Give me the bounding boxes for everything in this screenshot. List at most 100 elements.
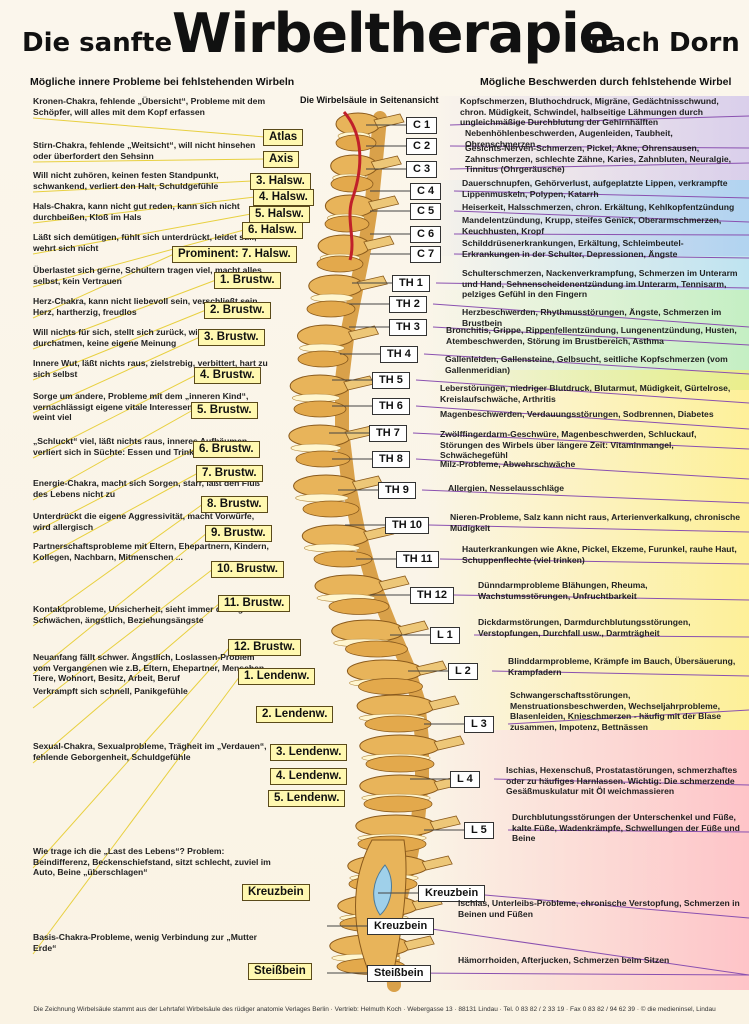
right-connector-line bbox=[473, 634, 749, 638]
vertebra-body bbox=[359, 774, 441, 798]
vertebra-body bbox=[314, 574, 386, 598]
left-problem-text: Sexual-Chakra, Sexualprobleme, Trägheit … bbox=[33, 741, 267, 762]
right-symptom-text: Zwölffingerdarm-Geschwüre, Magenbeschwer… bbox=[440, 429, 697, 460]
vertebra-label: 6. Halsw. bbox=[242, 222, 303, 239]
vertebra-label: 7. Brustw. bbox=[196, 465, 263, 482]
right-connector-line bbox=[421, 489, 749, 504]
vertebra-body bbox=[364, 715, 432, 733]
vertebra-body bbox=[365, 755, 435, 773]
vertebra-code: C 3 bbox=[406, 161, 438, 178]
vertebra-body bbox=[316, 255, 364, 273]
vertebra-process bbox=[370, 155, 402, 171]
left-problem-text: Will nicht zuhören, keinen festen Standp… bbox=[33, 170, 219, 191]
left-connector-line bbox=[32, 229, 245, 288]
right-connector-line bbox=[432, 303, 749, 328]
vertebra-code: Steißbein bbox=[367, 965, 431, 982]
vertebra-process bbox=[368, 195, 400, 211]
vertebra-code: C 1 bbox=[406, 117, 438, 134]
vertebra-body bbox=[302, 500, 360, 518]
vertebra-process bbox=[403, 935, 435, 951]
right-symptom-text: Gallenleiden, Gallensteine, Gelbsucht, s… bbox=[445, 354, 728, 375]
right-symptom-text: Blinddarmprobleme, Krämpfe im Bauch, Übe… bbox=[508, 656, 736, 677]
vertebra-body bbox=[328, 598, 390, 615]
left-problem-text: Will nichts für sich, stellt sich zurück… bbox=[33, 327, 226, 348]
vertebra-label: Steißbein bbox=[248, 963, 312, 980]
left-connector-line bbox=[32, 675, 241, 955]
vertebra-process bbox=[433, 735, 465, 751]
left-problem-text: Wie trage ich die „Last des Lebens“? Pro… bbox=[33, 846, 271, 877]
title-left: Die sanfte bbox=[22, 28, 173, 58]
right-symptom-text: Mandelentzündung, Krupp, steifes Genick,… bbox=[462, 215, 722, 236]
vertebra-label: 6. Brustw. bbox=[193, 441, 260, 458]
right-symptom-text: Ischias, Unterleibs-Probleme, chronische… bbox=[458, 898, 740, 919]
right-symptom-text: Allergien, Nesselausschläge bbox=[448, 483, 565, 493]
vertebra-body bbox=[330, 175, 374, 193]
left-problem-text: Hals-Chakra, kann nicht gut reden, kann … bbox=[33, 201, 240, 222]
right-connector-line bbox=[449, 115, 749, 126]
vertebra-body bbox=[317, 234, 371, 258]
right-connector-line bbox=[453, 210, 749, 223]
right-symptom-text: Gesichts-Nerven-Schmerzen, Pickel, Akne,… bbox=[465, 143, 731, 174]
vertebra-label: 5. Lendenw. bbox=[268, 790, 346, 807]
right-connector-line bbox=[491, 670, 749, 677]
vertebra-body bbox=[308, 274, 364, 298]
vertebra-label: Atlas bbox=[263, 129, 304, 146]
vertebra-code: L 4 bbox=[450, 771, 480, 788]
right-connector-line bbox=[493, 778, 749, 786]
vertebra-body bbox=[335, 112, 381, 136]
left-connector-line bbox=[32, 279, 217, 350]
right-connector-line bbox=[453, 233, 749, 236]
right-connector-line bbox=[461, 892, 749, 919]
right-connector-line bbox=[453, 253, 749, 259]
right-symptom-text: Ischias, Hexenschuß, Prostatastörungen, … bbox=[506, 765, 738, 796]
right-symptom-text: Heiserkeit, Halsschmerzen, chron. Erkält… bbox=[462, 202, 735, 212]
left-connector-line bbox=[32, 180, 253, 193]
right-symptom-text: Kopfschmerzen, Bluthochdruck, Migräne, G… bbox=[460, 96, 719, 127]
vertebra-code: TH 8 bbox=[372, 451, 410, 468]
right-symptom-text: Nebenhöhlenbeschwerden, Augenleiden, Tau… bbox=[465, 128, 673, 149]
left-connector-line bbox=[32, 253, 175, 319]
poster-title: Die sanfte Wirbeltherapie nach Dorn bbox=[0, 2, 749, 65]
vertebra-process bbox=[347, 325, 380, 341]
right-connector-line bbox=[415, 458, 749, 480]
left-connector-line bbox=[32, 117, 266, 138]
left-problem-text: Herz-Chakra, kann nicht liebevoll sein, … bbox=[33, 296, 258, 317]
right-symptom-text: Herzbeschwerden, Rhythmusstörungen, Ängs… bbox=[462, 307, 722, 328]
vertebra-label: 8. Brustw. bbox=[201, 496, 268, 513]
vertebra-body bbox=[288, 424, 352, 448]
vertebra-label: Kreuzbein bbox=[242, 884, 310, 901]
left-connector-line bbox=[32, 158, 266, 163]
footer: Die Zeichnung Wirbelsäule stammt aus der… bbox=[33, 1006, 716, 1013]
right-symptom-text: Schulterschmerzen, Nackenverkrampfung, S… bbox=[462, 268, 738, 299]
sacrum-canal bbox=[373, 864, 392, 916]
title-right: nach Dorn bbox=[590, 28, 740, 58]
vertebra-code: TH 11 bbox=[396, 551, 440, 568]
vertebra-code: C 7 bbox=[410, 246, 442, 263]
vertebra-body bbox=[297, 350, 349, 368]
vertebra-body bbox=[359, 734, 441, 758]
vertebra-code: TH 12 bbox=[410, 587, 454, 604]
vertebra-process bbox=[416, 660, 448, 676]
right-connector-line bbox=[428, 524, 749, 533]
title-main: Wirbeltherapie bbox=[172, 2, 615, 65]
vertebra-code: Kreuzbein bbox=[418, 885, 486, 902]
vertebra-process bbox=[429, 815, 461, 831]
vertebra-label: Axis bbox=[263, 151, 300, 168]
left-connector-line bbox=[32, 503, 204, 627]
right-symptom-text: Leberstörungen, niedriger Blutdruck, Blu… bbox=[440, 383, 731, 404]
right-connector-line bbox=[507, 829, 749, 833]
left-problem-text: Kronen-Chakra, fehlende „Übersicht“, Pro… bbox=[33, 96, 266, 117]
left-problem-text: Kontaktprobleme, Unsicherheit, sieht imm… bbox=[33, 604, 264, 625]
right-connector-line bbox=[432, 326, 749, 346]
vertebral-artery bbox=[342, 111, 362, 261]
right-symptom-text: Dünndarmprobleme Blähungen, Rheuma, Wach… bbox=[478, 580, 648, 601]
vertebra-label: 1. Brustw. bbox=[214, 272, 281, 289]
vertebra-code: TH 6 bbox=[372, 398, 410, 415]
right-connector-line bbox=[410, 925, 749, 976]
right-symptom-text: Schwangerschaftsstörungen, Menstruations… bbox=[510, 690, 722, 732]
vertebra-code: TH 2 bbox=[389, 296, 427, 313]
vertebra-code: TH 9 bbox=[378, 482, 416, 499]
left-problem-text: Innere Wut, läßt nichts raus, zielstrebi… bbox=[33, 358, 268, 379]
vertebra-code: C 2 bbox=[406, 138, 438, 155]
